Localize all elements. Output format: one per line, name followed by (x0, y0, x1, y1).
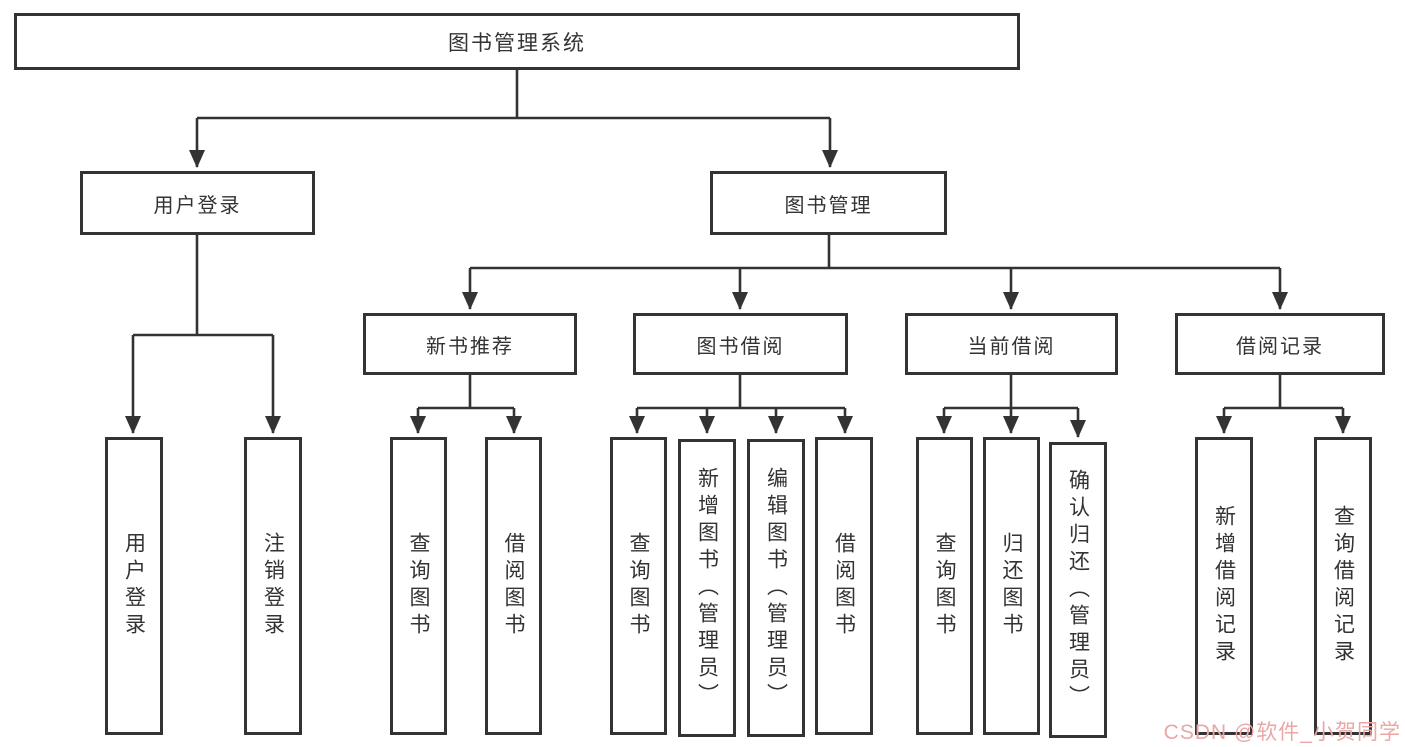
leaf-borrow-books: 借阅图书 (815, 437, 873, 735)
node-label: 新增借阅记录 (1212, 505, 1236, 667)
node-label: 当前借阅 (967, 335, 1056, 358)
leaf-confirm-return-admin: 确认归还（管理员） (1049, 442, 1107, 738)
leaf-logout: 注销登录 (244, 437, 302, 735)
leaf-query-books-recommend: 查询图书 (390, 437, 447, 735)
node-label: 查询图书 (627, 532, 650, 640)
watermark: CSDN @软件_小贺同学 (1163, 721, 1401, 744)
node-label: 用户登录 (122, 532, 146, 640)
node-label: 编辑图书（管理员） (764, 466, 788, 710)
node-label: 查询借阅记录 (1331, 505, 1355, 667)
leaf-borrow-books-recommend: 借阅图书 (485, 437, 542, 735)
node-label: 借阅记录 (1236, 335, 1324, 358)
node-book-management: 图书管理 (710, 171, 947, 235)
node-label: 查询图书 (407, 532, 430, 640)
leaf-query-books-borrowing: 查询图书 (610, 437, 667, 735)
node-new-book-recommendation: 新书推荐 (363, 313, 577, 375)
leaf-return-books: 归还图书 (983, 437, 1040, 735)
node-user-login: 用户登录 (80, 171, 315, 235)
node-label: 新书推荐 (426, 335, 514, 358)
leaf-query-books-current: 查询图书 (916, 437, 973, 735)
node-current-borrowing: 当前借阅 (905, 313, 1118, 375)
leaf-add-borrow-record: 新增借阅记录 (1195, 437, 1253, 735)
node-label: 查询图书 (933, 532, 956, 640)
leaf-query-borrow-record: 查询借阅记录 (1314, 437, 1372, 735)
node-label: 新增图书（管理员） (695, 466, 719, 710)
leaf-edit-books-admin: 编辑图书（管理员） (747, 439, 805, 737)
node-library-management-system: 图书管理系统 (14, 13, 1020, 70)
node-label: 注销登录 (261, 532, 285, 640)
node-book-borrowing: 图书借阅 (633, 313, 848, 375)
leaf-add-books-admin: 新增图书（管理员） (678, 439, 736, 737)
node-label: 图书管理 (784, 194, 873, 217)
leaf-user-login: 用户登录 (105, 437, 163, 735)
node-borrowing-records: 借阅记录 (1175, 313, 1385, 375)
node-label: 借阅图书 (502, 532, 525, 640)
node-label: 图书借阅 (696, 335, 785, 358)
node-label: 用户登录 (153, 194, 242, 217)
node-label: 图书管理系统 (448, 31, 586, 55)
node-label: 借阅图书 (832, 532, 856, 640)
node-label: 确认归还（管理员） (1066, 468, 1090, 712)
node-label: 归还图书 (1000, 532, 1023, 640)
